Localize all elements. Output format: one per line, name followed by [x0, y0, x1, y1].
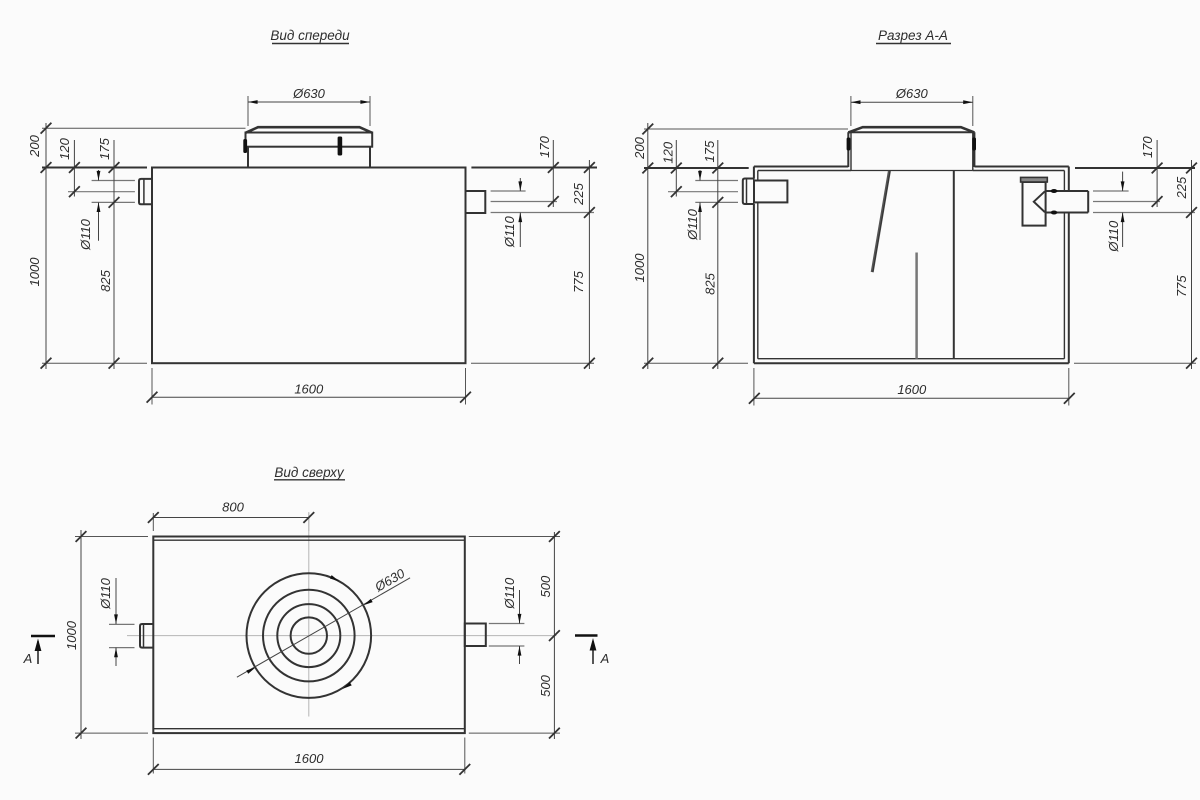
- svg-text:Ø110: Ø110: [502, 216, 517, 249]
- svg-text:775: 775: [571, 270, 586, 292]
- svg-text:Ø630: Ø630: [292, 86, 326, 101]
- svg-text:120: 120: [57, 137, 72, 159]
- svg-text:Ø110: Ø110: [1106, 220, 1121, 253]
- svg-text:175: 175: [702, 140, 717, 162]
- svg-text:775: 775: [1174, 275, 1189, 297]
- svg-text:175: 175: [97, 137, 112, 159]
- svg-text:1600: 1600: [294, 382, 324, 397]
- svg-text:Разрез А-А: Разрез А-А: [878, 28, 948, 43]
- svg-text:1000: 1000: [64, 620, 79, 650]
- svg-text:200: 200: [632, 136, 647, 159]
- svg-text:Ø110: Ø110: [98, 577, 113, 610]
- svg-text:1600: 1600: [897, 382, 927, 397]
- svg-text:170: 170: [537, 135, 552, 157]
- svg-text:Вид спереди: Вид спереди: [270, 28, 350, 43]
- svg-text:1000: 1000: [632, 253, 647, 283]
- svg-text:Ø110: Ø110: [502, 577, 517, 610]
- svg-text:А: А: [23, 651, 33, 666]
- svg-text:1000: 1000: [27, 257, 42, 287]
- svg-text:500: 500: [538, 674, 553, 696]
- svg-text:Вид сверху: Вид сверху: [274, 465, 345, 480]
- svg-text:Ø110: Ø110: [685, 208, 700, 241]
- svg-text:Ø630: Ø630: [895, 86, 929, 101]
- svg-text:1600: 1600: [295, 751, 325, 766]
- svg-text:225: 225: [571, 182, 586, 205]
- svg-text:Ø110: Ø110: [78, 218, 93, 251]
- svg-text:225: 225: [1174, 176, 1189, 199]
- svg-text:825: 825: [703, 272, 718, 294]
- svg-text:А: А: [600, 651, 610, 666]
- svg-text:800: 800: [222, 500, 244, 515]
- svg-text:200: 200: [27, 134, 42, 157]
- svg-text:170: 170: [1140, 136, 1155, 158]
- svg-text:825: 825: [98, 269, 113, 291]
- svg-text:120: 120: [661, 141, 676, 163]
- svg-text:500: 500: [538, 575, 553, 597]
